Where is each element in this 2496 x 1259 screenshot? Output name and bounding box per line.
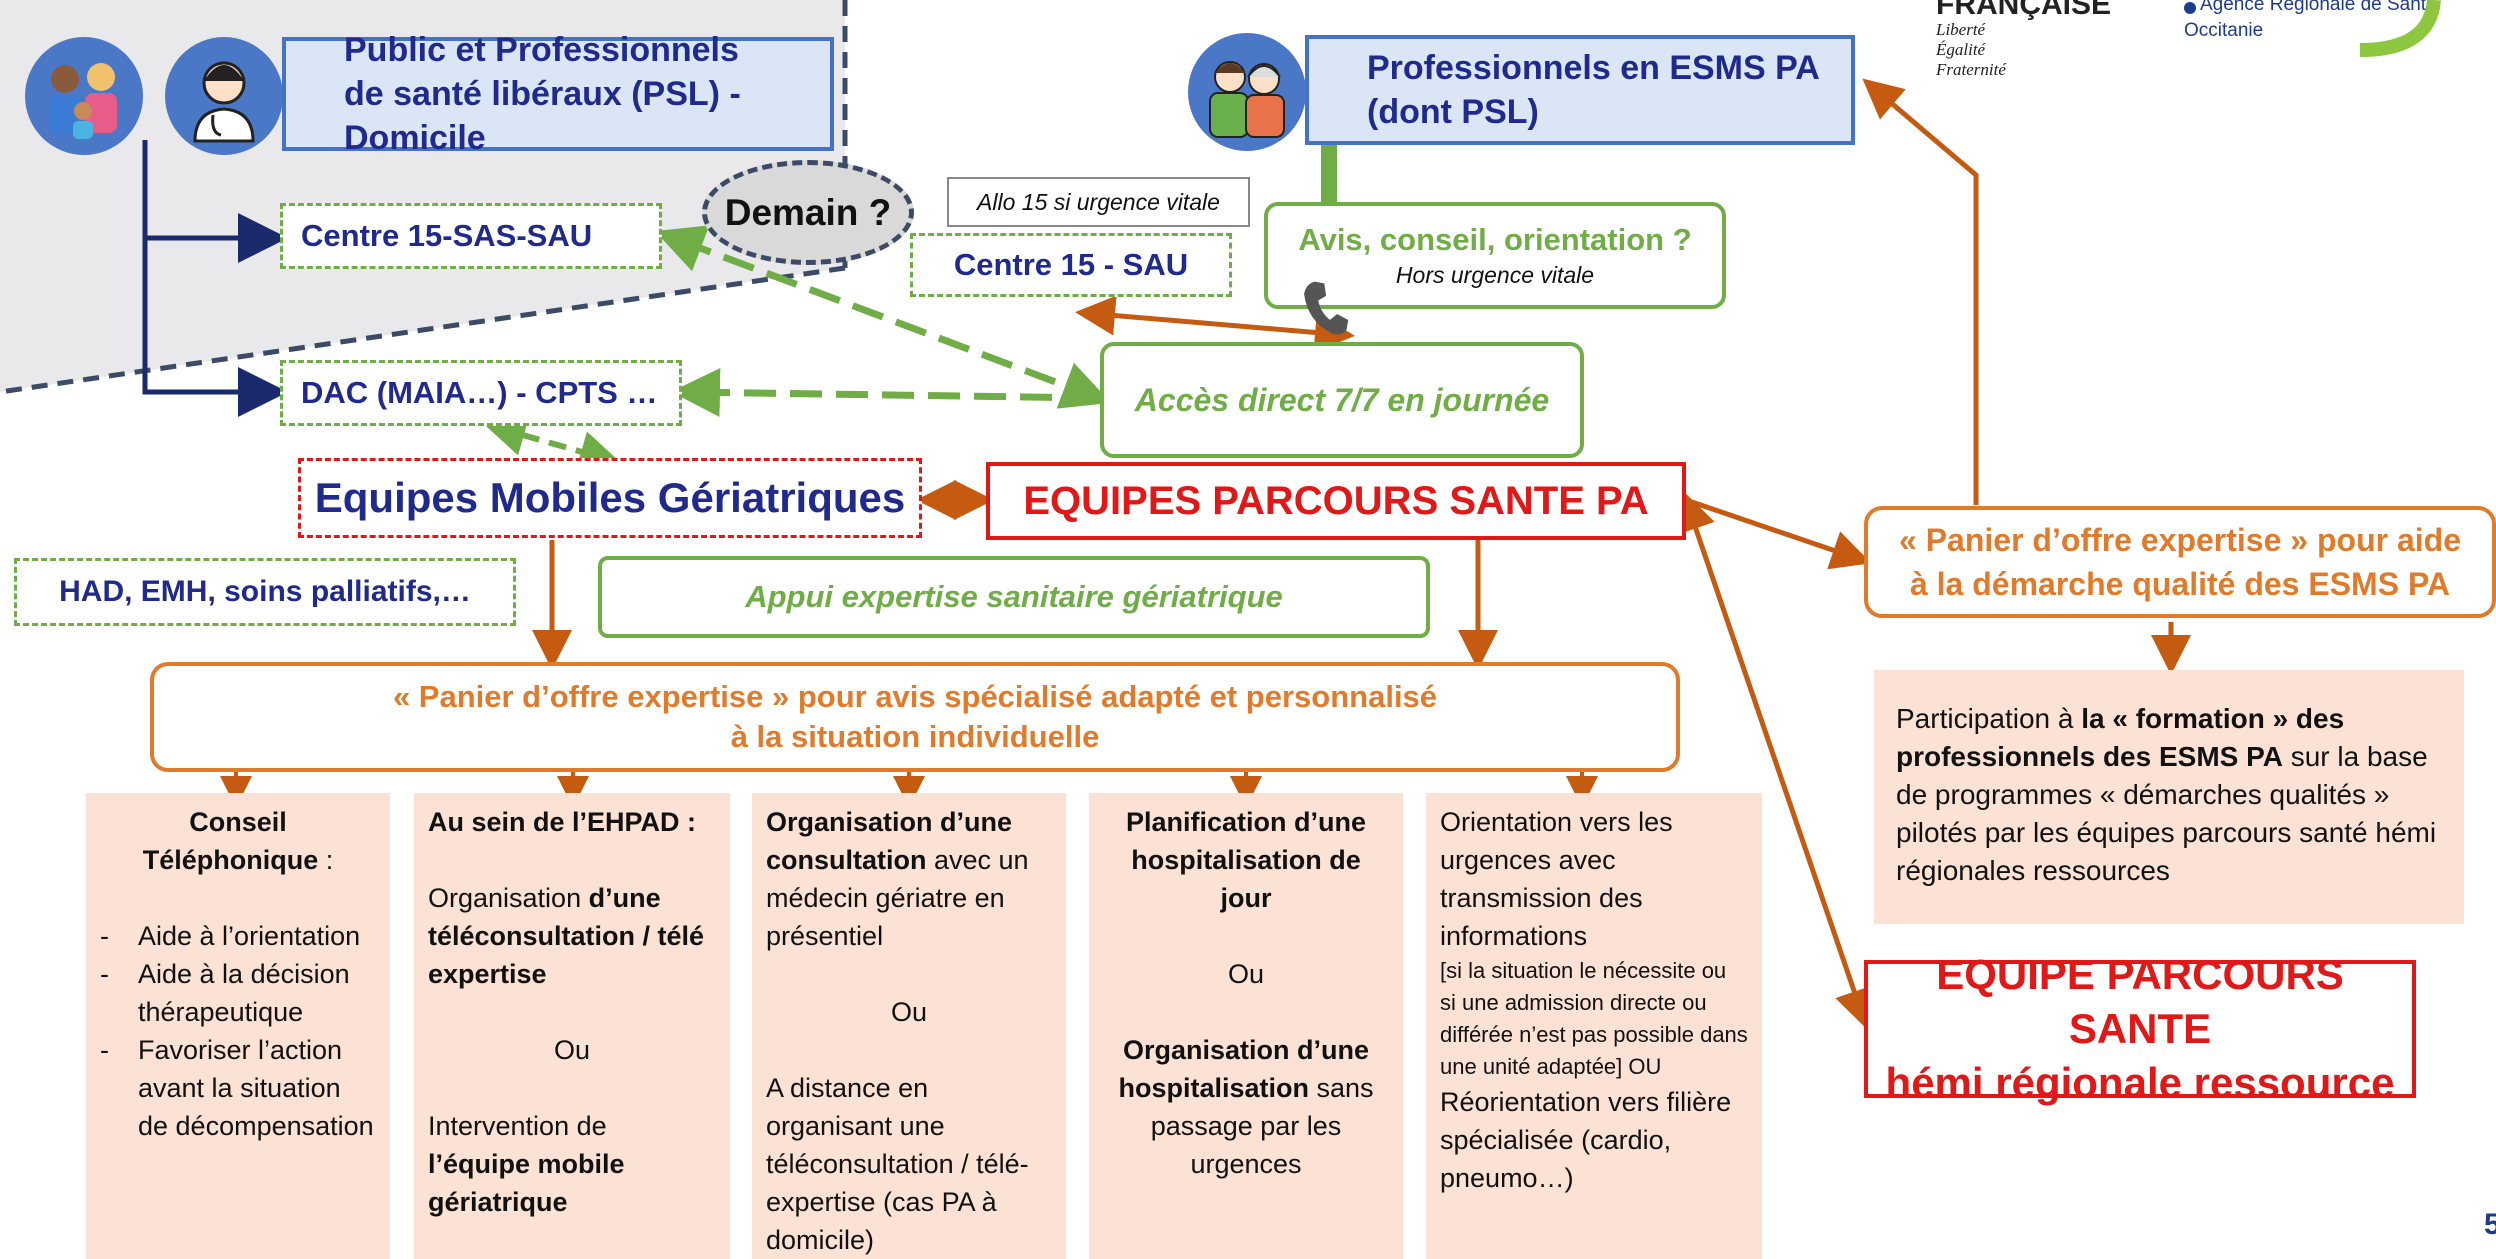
page-number: 5 [2484, 1208, 2496, 1241]
formation-text-2: sur la base de programmes « démarches qu… [1896, 741, 2437, 886]
equipe-hemi-box: EQUIPE PARCOURS SANTE hémi régionale res… [1864, 951, 2416, 1106]
public-psl-box: Public et Professionnels de santé libéra… [282, 31, 834, 157]
dac-box: DAC (MAIA…) - CPTS … [280, 360, 682, 426]
allo15-box: Allo 15 si urgence vitale [947, 177, 1250, 227]
arrow-acces-dac [671, 368, 1099, 418]
col5-text-1: Orientation vers les urgences avec trans… [1440, 807, 1673, 951]
family-icon [25, 37, 143, 155]
arrow-acces-centre15 [654, 225, 1112, 409]
arrow-eps-panier-right [1685, 497, 1872, 570]
col2-text-2: Intervention de [428, 1111, 607, 1141]
col-hospitalisation: Planification d’une hospitalisation de j… [1089, 793, 1403, 1259]
formation-text-1: Participation à [1896, 703, 2082, 734]
col1-item: -Aide à l’orientation [100, 921, 361, 951]
avis-title: Avis, conseil, orientation ? [1298, 222, 1692, 257]
equipes-mobiles-label: Equipes Mobiles Gériatriques [314, 474, 906, 521]
panier-main-line2: à la situation individuelle [730, 719, 1100, 754]
centre15-sas-sau-label: Centre 15-SAS-SAU [301, 218, 593, 253]
equipes-parcours-box: EQUIPES PARCOURS SANTE PA [986, 462, 1686, 540]
appui-box: Appui expertise sanitaire gériatrique [598, 556, 1430, 638]
col4-bold-2: Organisation d’une hospitalisation [1118, 1035, 1370, 1103]
arrow-dac-emg [483, 415, 622, 472]
arrow-panier-esms [1862, 78, 1979, 505]
formation-box: Participation à la « formation » des pro… [1874, 670, 2464, 924]
centre15-sas-sau-box: Centre 15-SAS-SAU [280, 203, 662, 269]
panier-right-label: « Panier d’offre expertise » pour aide à… [1899, 522, 2461, 602]
col3-text-1: avec un médecin gériatre en présentiel [766, 845, 1029, 951]
allo15-label: Allo 15 si urgence vitale [977, 188, 1220, 215]
had-label: HAD, EMH, soins palliatifs,… [59, 575, 471, 608]
elderly-care-icon [1188, 33, 1306, 151]
col5-small: [si la situation le nécessite ou si une … [1440, 958, 1748, 1079]
devise-fraternite: Fraternité [1936, 60, 2006, 79]
avis-subtitle: Hors urgence vitale [1395, 262, 1595, 288]
panier-right-box: « Panier d’offre expertise » pour aide à… [1864, 506, 2496, 618]
doctor-icon [165, 37, 283, 155]
formation-bold: la « formation » des professionnels des … [1896, 703, 2345, 772]
ars-region-text: Occitanie [2184, 20, 2264, 41]
col2-ou: Ou [553, 1035, 591, 1065]
panier-main-box: « Panier d’offre expertise » pour avis s… [150, 662, 1680, 772]
centre15-sau-box: Centre 15 - SAU [910, 233, 1232, 297]
col1-item: -Favoriser l’action avant la situation d… [100, 1035, 374, 1141]
arrow-to-dac [142, 140, 288, 417]
acces-direct-label: Accès direct 7/7 en journée [1134, 381, 1550, 418]
ars-dot-icon [2184, 2, 2196, 14]
republique-francaise-logo-text: FRANÇAISE [1936, 0, 2112, 21]
col-orientation: Orientation vers les urgences avec trans… [1426, 793, 1762, 1259]
esms-pa-box: Professionnels en ESMS PA (dont PSL) [1305, 35, 1855, 145]
panier-main-line1: « Panier d’offre expertise » pour avis s… [392, 679, 1438, 714]
demain-label: Demain ? [724, 191, 892, 233]
appui-label: Appui expertise sanitaire gériatrique [745, 579, 1283, 614]
col4-ou: Ou [1227, 959, 1265, 989]
demain-ellipse: Demain ? [702, 160, 914, 265]
phone-icon [1296, 278, 1356, 338]
col-conseil-telephonique: Conseil Téléphonique : -Aide à l’orienta… [86, 793, 390, 1259]
equipes-parcours-label: EQUIPES PARCOURS SANTE PA [1023, 478, 1649, 523]
col3-bold-1: Organisation d’une consultation [766, 807, 1013, 875]
arrow-eps-hemi [1676, 490, 1874, 1030]
esms-pa-label: Professionnels en ESMS PA (dont PSL) [1367, 49, 1819, 131]
equipes-mobiles-box: Equipes Mobiles Gériatriques [298, 458, 922, 538]
ars-arc-logo-icon [2359, 0, 2441, 57]
col3-ou: Ou [890, 997, 928, 1027]
avis-box: Avis, conseil, orientation ? Hors urgenc… [1264, 202, 1726, 309]
arrow-centre15-phone [1075, 295, 1355, 353]
col2-bold-1: d’une téléconsultation / télé expertise [428, 883, 705, 989]
acces-direct-box: Accès direct 7/7 en journée [1100, 342, 1584, 458]
devise-egalite: Égalité [1936, 40, 1986, 59]
col-ehpad: Au sein de l’EHPAD : Organisation d’une … [414, 793, 730, 1259]
dac-label: DAC (MAIA…) - CPTS … [301, 375, 658, 410]
col1-item: -Aide à la décision thérapeutique [100, 959, 350, 1027]
centre15-sau-label: Centre 15 - SAU [953, 247, 1189, 282]
equipe-hemi-line1: EQUIPE PARCOURS SANTE [1936, 951, 2344, 1052]
col-consultation: Organisation d’une consultation avec un … [752, 793, 1066, 1259]
had-box: HAD, EMH, soins palliatifs,… [14, 558, 516, 626]
col4-bold-1: Planification d’une hospitalisation de j… [1125, 807, 1367, 913]
col3-text-2: A distance en organisant une téléconsult… [766, 1073, 1029, 1255]
ars-logo-text: Agence Régionale de Santé [2200, 0, 2437, 15]
col2-title: Au sein de l’EHPAD : [428, 807, 697, 837]
connector-esms-avis [1321, 143, 1337, 203]
equipe-hemi-line2: hémi régionale ressource [1885, 1059, 2395, 1106]
col5-text-2: Réorientation vers filière spécialisée (… [1440, 1087, 1732, 1193]
col1-title: Conseil Téléphonique [142, 807, 319, 875]
col2-bold-2: l’équipe mobile gériatrique [428, 1149, 625, 1217]
public-psl-label: Public et Professionnels de santé libéra… [344, 31, 741, 157]
col4-text-2: sans passage par les urgences [1150, 1073, 1374, 1179]
col2-text-1: Organisation [428, 883, 589, 913]
col1-colon: : [318, 845, 334, 875]
devise-liberte: Liberté [1936, 20, 1986, 39]
